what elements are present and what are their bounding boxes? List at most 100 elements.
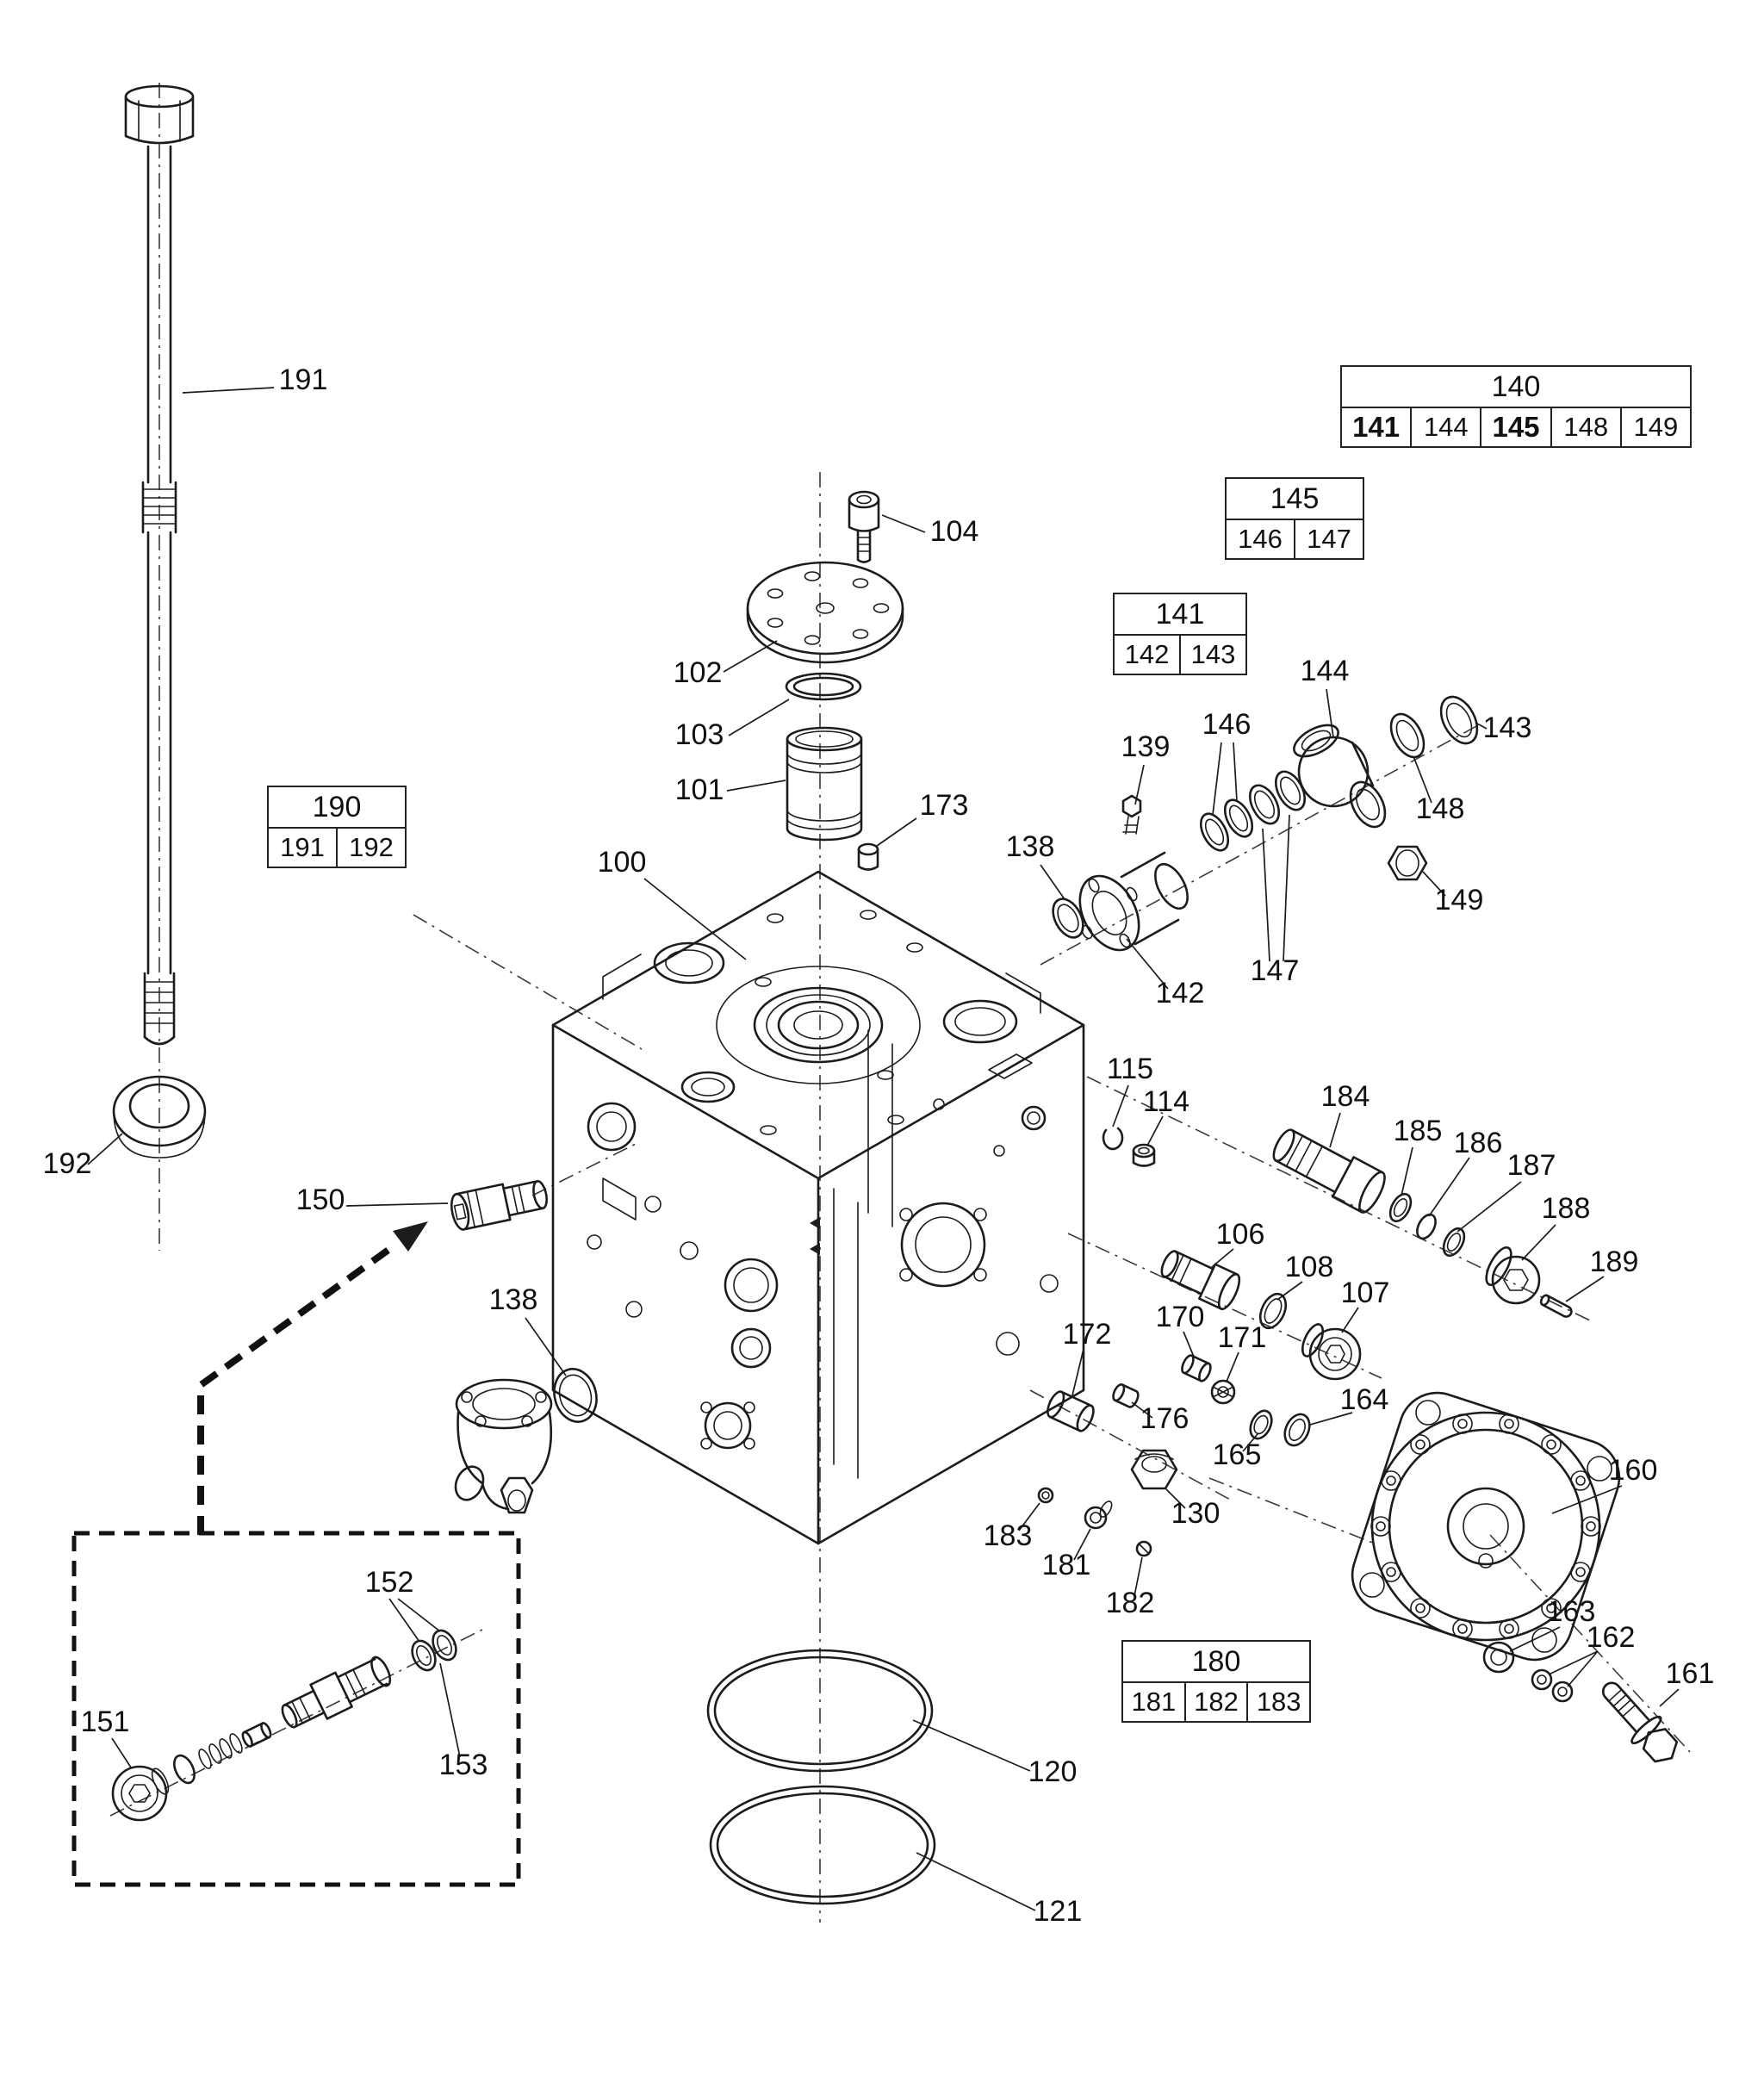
leader-lines [87,387,1680,1911]
ref-table-140-header: 140 [1342,367,1690,408]
callout-108: 108 [1285,1251,1334,1283]
o-ring-151-seal [173,1754,196,1785]
poppet-inset [241,1722,272,1748]
o-ring-183 [1037,1487,1054,1504]
callout-100: 100 [598,846,647,879]
fitting-106 [1160,1250,1241,1311]
callout-142: 142 [1156,977,1205,1010]
washer-163 [1482,1641,1515,1674]
nut-170 [1181,1354,1212,1382]
ref-table-180-cell-181: 181 [1123,1683,1186,1721]
bolt-139 [1121,794,1142,835]
plug-107 [1301,1323,1362,1381]
callout-186: 186 [1454,1127,1503,1159]
locator-arrow [197,1221,428,1535]
screw-182 [1135,1540,1152,1557]
plug-176 [1112,1383,1140,1408]
callout-163: 163 [1547,1595,1596,1628]
nut-149 [1387,845,1428,881]
ref-table-141-header: 141 [1115,594,1245,636]
ref-table-141: 141 142 143 [1113,593,1247,675]
callout-170: 170 [1156,1301,1205,1333]
pin-189 [1539,1294,1573,1318]
valve-body-inset [281,1656,392,1729]
o-ring-103 [785,672,862,701]
callout-182: 182 [1106,1587,1155,1619]
seal-ring-185 [1388,1192,1413,1223]
callout-150: 150 [296,1183,345,1216]
o-ring-120 [706,1649,934,1773]
callout-171: 171 [1218,1321,1267,1354]
callout-187: 187 [1507,1149,1556,1182]
seal-ring-143 [1439,695,1479,745]
plug-151 [111,1765,170,1822]
callout-139: 139 [1121,730,1171,763]
callout-172: 172 [1063,1318,1112,1351]
callout-104: 104 [930,515,979,548]
flange-fitting-142 [1078,851,1189,952]
o-ring-121 [709,1785,936,1905]
callout-114: 114 [1143,1085,1189,1118]
callout-165: 165 [1213,1438,1262,1471]
callout-188: 188 [1542,1192,1591,1225]
seal-rings-146 [1199,798,1254,852]
o-rings-162 [1531,1668,1574,1703]
seal-ring-186 [1416,1213,1437,1240]
ref-table-180-cell-183: 183 [1256,1687,1301,1717]
cover-plate-102 [746,561,904,664]
bolt-161 [1601,1681,1679,1763]
callout-151: 151 [81,1705,130,1738]
snap-ring-115 [1102,1127,1124,1151]
callout-147: 147 [1251,954,1300,987]
motor-flange-160 [1351,1391,1621,1662]
callout-102: 102 [674,656,723,689]
callout-138-top: 138 [1006,830,1055,863]
o-ring-164 [1283,1413,1311,1447]
ref-table-140: 140 141 144 145 148 149 [1340,365,1692,448]
ref-table-180: 180 181 182 183 [1121,1640,1311,1723]
ref-table-141-cell-143: 143 [1190,639,1236,669]
o-ring-138-top [1052,898,1084,939]
valve-block-100 [551,870,1085,1545]
callout-192: 192 [43,1147,92,1180]
callout-121: 121 [1034,1895,1083,1928]
callout-164: 164 [1340,1383,1389,1416]
nut-171 [1210,1379,1236,1405]
callout-181: 181 [1042,1549,1091,1581]
ref-table-145-cell-146: 146 [1227,520,1295,558]
callout-189: 189 [1590,1246,1639,1278]
ref-table-145: 145 146 147 [1225,477,1364,560]
elbow-fitting-bottom [454,1378,553,1514]
callout-149: 149 [1435,884,1484,916]
callout-184: 184 [1321,1080,1370,1113]
seal-rings-147 [1248,770,1307,825]
callout-191: 191 [279,363,328,396]
ref-table-140-cell-149: 149 [1633,412,1679,442]
cartridge-valve-150 [450,1180,548,1231]
ref-table-140-cell-148: 148 [1552,408,1622,446]
elbow-fitting-144 [1293,724,1387,829]
ref-table-145-header: 145 [1227,479,1363,520]
callout-162: 162 [1587,1621,1636,1654]
ref-table-190-cell-192: 192 [349,832,394,862]
callout-138-bottom: 138 [489,1283,538,1316]
callout-146: 146 [1202,708,1252,741]
bushing-172 [1047,1390,1095,1432]
callout-153: 153 [439,1749,488,1781]
ref-table-140-cell-145: 145 [1481,408,1552,446]
callout-152: 152 [365,1566,414,1599]
center-lines [109,83,1691,1923]
ref-table-145-cell-147: 147 [1307,524,1351,554]
o-ring-165 [1249,1409,1273,1440]
o-ring-138-bottom [553,1368,598,1423]
seal-ring-187 [1442,1227,1466,1258]
ref-table-141-cell-142: 142 [1115,636,1181,674]
callout-185: 185 [1394,1115,1443,1147]
callout-103: 103 [675,718,724,751]
seal-rings-152 [411,1629,457,1672]
inset-detail-box [71,1531,521,1887]
callout-183: 183 [984,1519,1033,1552]
callout-143: 143 [1483,711,1532,744]
